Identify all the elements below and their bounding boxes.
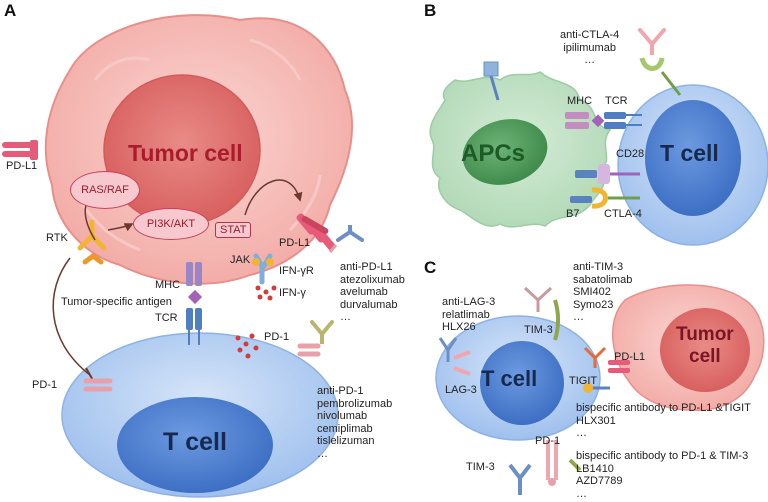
anti-tim-3-line: SMI402 xyxy=(573,286,611,298)
bispecific-pd-l1-tigit-line: HLX301 xyxy=(576,414,616,427)
t-cell-b-title: T cell xyxy=(660,140,719,166)
pd-1-right-receptor xyxy=(297,320,334,357)
anti-tim-3-line: … xyxy=(573,311,584,323)
ifn-gamma-r-label: IFN-γR xyxy=(279,265,314,277)
anti-ctla-4-line: anti-CTLA-4 xyxy=(560,29,620,41)
bispecific-pd-1-tim-3-line: LB1410 xyxy=(576,462,614,475)
mhc-b-label: MHC xyxy=(567,95,593,107)
tumor-c-nucleus xyxy=(660,308,750,392)
pd-1-c-receptor xyxy=(546,440,558,486)
b7-label: B7 xyxy=(566,208,580,220)
pd-1-right-label: PD-1 xyxy=(264,331,290,343)
bispecific-pd-1-tim-3-list: bispecific antibody to PD-1 & TIM-3 LB14… xyxy=(576,450,748,500)
anti-ctla-4-drug-list: anti-CTLA-4 ipilimumab … xyxy=(560,29,619,67)
mhc-a-label: MHC xyxy=(155,279,181,291)
bispecific-pd-1-tim-3-line: … xyxy=(576,487,587,500)
tumor-c-title: Tumor cell xyxy=(676,324,734,368)
anti-pd-l1-line: avelumab xyxy=(340,286,388,298)
pd-1-c-label: PD-1 xyxy=(535,435,561,447)
anti-pd-l1-drug-list: anti-PD-L1 atezolixumab avelumab durvalu… xyxy=(340,261,405,324)
tumor-antigen-label: Tumor-specific antigen xyxy=(61,296,172,308)
tigit-receptor xyxy=(583,383,610,393)
tim-3-bottom-receptor xyxy=(508,458,582,495)
mhc-tcr-complex-b xyxy=(565,112,642,129)
t-cell-a-title: T cell xyxy=(163,428,227,456)
t-cell-c-nucleus xyxy=(480,341,564,425)
tim-3-top-receptor xyxy=(523,286,560,341)
anti-lag-3-drug-list: anti-LAG-3 relatlimab HLX26 xyxy=(442,296,495,334)
jak-label: JAK xyxy=(230,254,251,266)
pd-l1-right-label: PD-L1 xyxy=(279,237,311,249)
ras-raf-node: RAS/RAF xyxy=(70,171,140,209)
anti-pd-l1-line: anti-PD-L1 xyxy=(340,261,393,273)
anti-pd-1-line: pembrolizumab xyxy=(317,397,393,410)
bispecific-pd-1-tim-3-line: bispecific antibody to PD-1 & TIM-3 xyxy=(576,450,749,462)
anti-pd-1-line: … xyxy=(317,447,328,460)
tcr-a-label: TCR xyxy=(155,312,178,324)
lag-3-receptor xyxy=(438,337,471,376)
anti-tim-3-drug-list: anti-TIM-3 sabatolimab SMI402 Symo23 … xyxy=(573,261,632,324)
anti-tim-3-line: sabatolimab xyxy=(573,273,633,286)
apcs-title: APCs xyxy=(461,140,526,167)
panel-label-b: B xyxy=(424,1,437,20)
anti-pd-1-line: anti-PD-1 xyxy=(317,385,364,397)
pd-l1-c-label: PD-L1 xyxy=(614,351,646,363)
t-cell-c-title: T cell xyxy=(481,366,538,391)
rtk-label: RTK xyxy=(46,232,68,244)
apc-top-receptor xyxy=(483,61,500,101)
tigit-label: TIGIT xyxy=(569,375,598,387)
anti-pd-l1-line: … xyxy=(340,311,351,323)
tcr-b-label: TCR xyxy=(605,95,628,107)
bispecific-pd-l1-tigit-line: … xyxy=(576,427,587,439)
anti-lag-3-line: HLX26 xyxy=(442,321,476,333)
t-cell-b-nucleus xyxy=(645,100,741,216)
pd-l1-right-receptor xyxy=(296,213,336,251)
tumor-c-title-line: cell xyxy=(689,346,721,367)
stat-node: STAT xyxy=(215,222,252,238)
anti-pd-1-line: tislelizuman xyxy=(317,435,375,447)
anti-pd-1-line: cemiplimab xyxy=(317,422,373,435)
cd28-b7-pair xyxy=(575,164,640,184)
cytokine-dots xyxy=(235,333,259,359)
anti-ctla-4-line: … xyxy=(584,54,596,66)
ifn-gamma-label: IFN-γ xyxy=(279,287,306,299)
apc-nucleus xyxy=(462,119,548,185)
pd-l1-left-receptor xyxy=(2,140,38,160)
anti-tim-3-line: Symo23 xyxy=(573,298,614,311)
bispecific-pd-1-tim-3-line: AZD7789 xyxy=(576,475,623,487)
anti-pd-l1-line: durvalumab xyxy=(340,298,398,311)
bispecific-pd-l1-tigit-line: bispecific antibody to PD-L1 &TIGIT xyxy=(576,402,751,414)
tim-3-top-label: TIM-3 xyxy=(524,324,553,336)
bispecific-pd-l1-tigit-list: bispecific antibody to PD-L1 &TIGIT HLX3… xyxy=(576,402,751,440)
tumor-c-title-line: Tumor xyxy=(676,324,734,345)
lag-3-label: LAG-3 xyxy=(445,384,477,396)
ifn-gamma-dots xyxy=(255,285,277,301)
ifn-gamma-receptor xyxy=(252,253,274,285)
anti-pd-l1-antibody xyxy=(328,225,364,253)
pd-l1-c-receptor xyxy=(583,346,630,373)
cd28-label: CD28 xyxy=(616,148,645,160)
anti-tim-3-line: anti-TIM-3 xyxy=(573,261,624,273)
mhc-tcr-complex-a xyxy=(186,262,203,345)
t-cell-a-nucleus xyxy=(117,397,273,493)
anti-pd-l1-line: atezolixumab xyxy=(340,273,405,286)
anti-pd-1-drug-list: anti-PD-1 pembrolizumab nivolumab cemipl… xyxy=(317,385,392,460)
ctla-4-label: CTLA-4 xyxy=(604,208,642,220)
anti-lag-3-line: relatlimab xyxy=(442,308,490,321)
anti-ctla-4-antibody xyxy=(638,28,682,96)
panel-label-c: C xyxy=(424,258,437,277)
anti-pd-1-line: nivolumab xyxy=(317,410,368,422)
pi3k-akt-node: PI3K/AKT xyxy=(133,208,209,240)
anti-ctla-4-line: ipilimumab xyxy=(563,41,616,54)
anti-lag-3-line: anti-LAG-3 xyxy=(442,296,496,308)
panel-label-a: A xyxy=(4,1,17,20)
pd-1-left-label: PD-1 xyxy=(32,379,58,391)
tumor-cell-title: Tumor cell xyxy=(128,140,243,166)
tim-3-bottom-label: TIM-3 xyxy=(466,461,495,473)
pd-l1-left-label: PD-L1 xyxy=(6,160,38,172)
ctla-4-b7-pair xyxy=(570,187,640,209)
pd-1-left-receptor xyxy=(83,378,113,392)
